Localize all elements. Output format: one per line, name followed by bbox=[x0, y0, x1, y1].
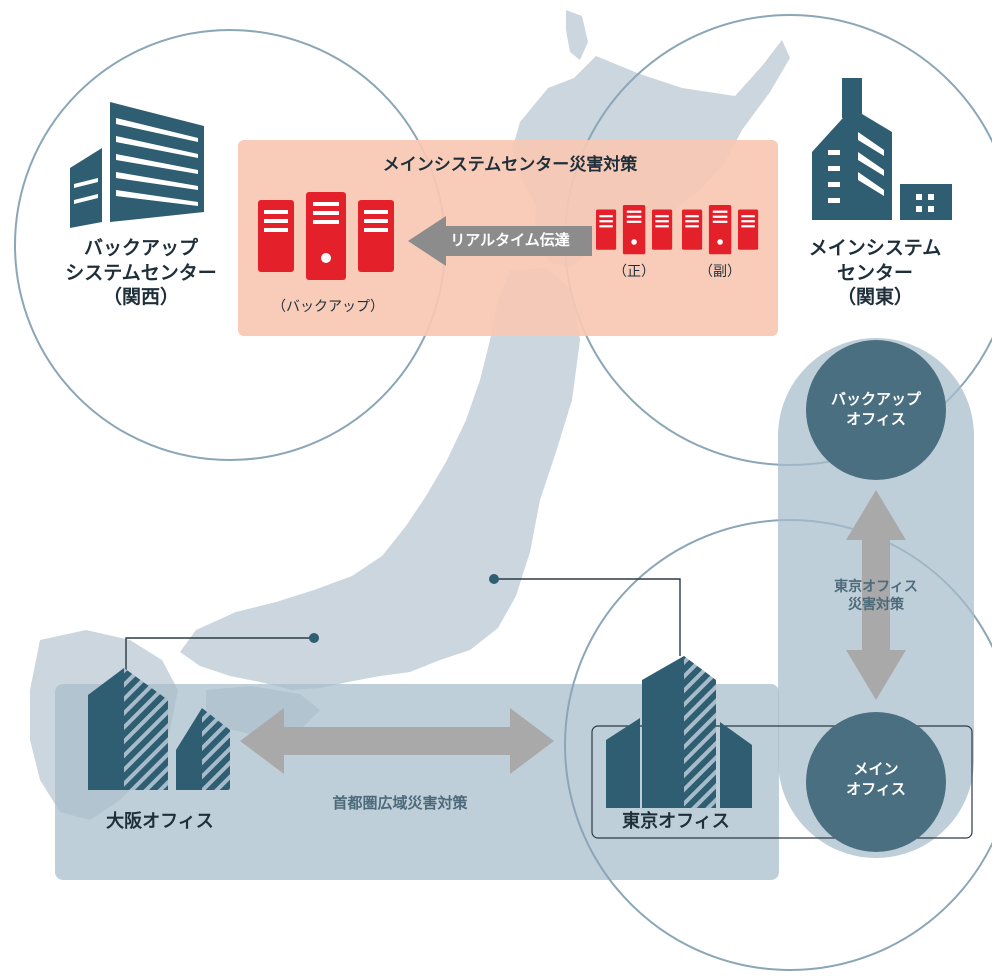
backup-center-line1: バックアップ bbox=[83, 237, 198, 259]
backup-center-label: バックアップ システムセンター （関西） bbox=[56, 236, 226, 310]
kuril-island bbox=[722, 86, 768, 118]
metro-dr-panel bbox=[55, 684, 779, 880]
tokyo-dr-arrow bbox=[846, 490, 906, 700]
main-center-line2: センター bbox=[836, 261, 913, 284]
tokyo-dr-label: 東京オフィス 災害対策 bbox=[806, 578, 946, 614]
tokyo-building-icon bbox=[606, 656, 752, 808]
backup-office-line1: バックアップ bbox=[830, 390, 921, 408]
realtime-arrow bbox=[408, 216, 592, 266]
backup-server-icon bbox=[258, 192, 394, 280]
honshu-island bbox=[180, 268, 580, 690]
backup-building-icon bbox=[70, 102, 204, 228]
osaka-office-label: 大阪オフィス bbox=[106, 811, 214, 832]
main-building-icon bbox=[812, 78, 952, 220]
backup-center-line2: システムセンター bbox=[65, 261, 217, 284]
secondary-server-icon bbox=[682, 205, 759, 255]
tokyo-dr-line1: 東京オフィス bbox=[834, 579, 918, 595]
metro-dr-arrow bbox=[240, 708, 554, 774]
primary-server-icon bbox=[596, 205, 673, 255]
tokyo-location-dot bbox=[489, 574, 499, 584]
tokyo-office-frame bbox=[591, 725, 973, 839]
primary-server-label: （正） bbox=[613, 264, 655, 280]
main-office-label: メイン オフィス bbox=[806, 760, 946, 799]
tokyo-office-label: 東京オフィス bbox=[622, 811, 730, 832]
backup-server-label: （バックアップ） bbox=[272, 299, 384, 315]
main-center-line3: （関東） bbox=[836, 286, 913, 309]
backup-office-label: バックアップ オフィス bbox=[806, 390, 946, 429]
realtime-arrow-label: リアルタイム伝達 bbox=[450, 231, 570, 249]
main-office-line1: メイン bbox=[853, 760, 899, 778]
dr-panel-title: メインシステムセンター災害対策 bbox=[382, 155, 638, 175]
main-center-label: メインシステム センター （関東） bbox=[790, 236, 960, 310]
secondary-server-label: （副） bbox=[699, 264, 741, 280]
sakhalin-island bbox=[566, 10, 588, 60]
main-office-line2: オフィス bbox=[846, 779, 906, 798]
backup-office-line2: オフィス bbox=[846, 409, 906, 428]
main-office-circle bbox=[806, 712, 946, 852]
backup-office-circle bbox=[806, 340, 946, 480]
backup-center-line3: （関西） bbox=[102, 286, 179, 309]
metro-dr-label: 首都圏広域災害対策 bbox=[332, 794, 468, 812]
tokyo-connector bbox=[494, 578, 681, 656]
main-center-line1: メインシステム bbox=[808, 237, 942, 259]
tokyo-dr-line2: 災害対策 bbox=[848, 597, 904, 614]
osaka-location-dot bbox=[309, 633, 319, 643]
osaka-building-icon bbox=[88, 668, 230, 790]
